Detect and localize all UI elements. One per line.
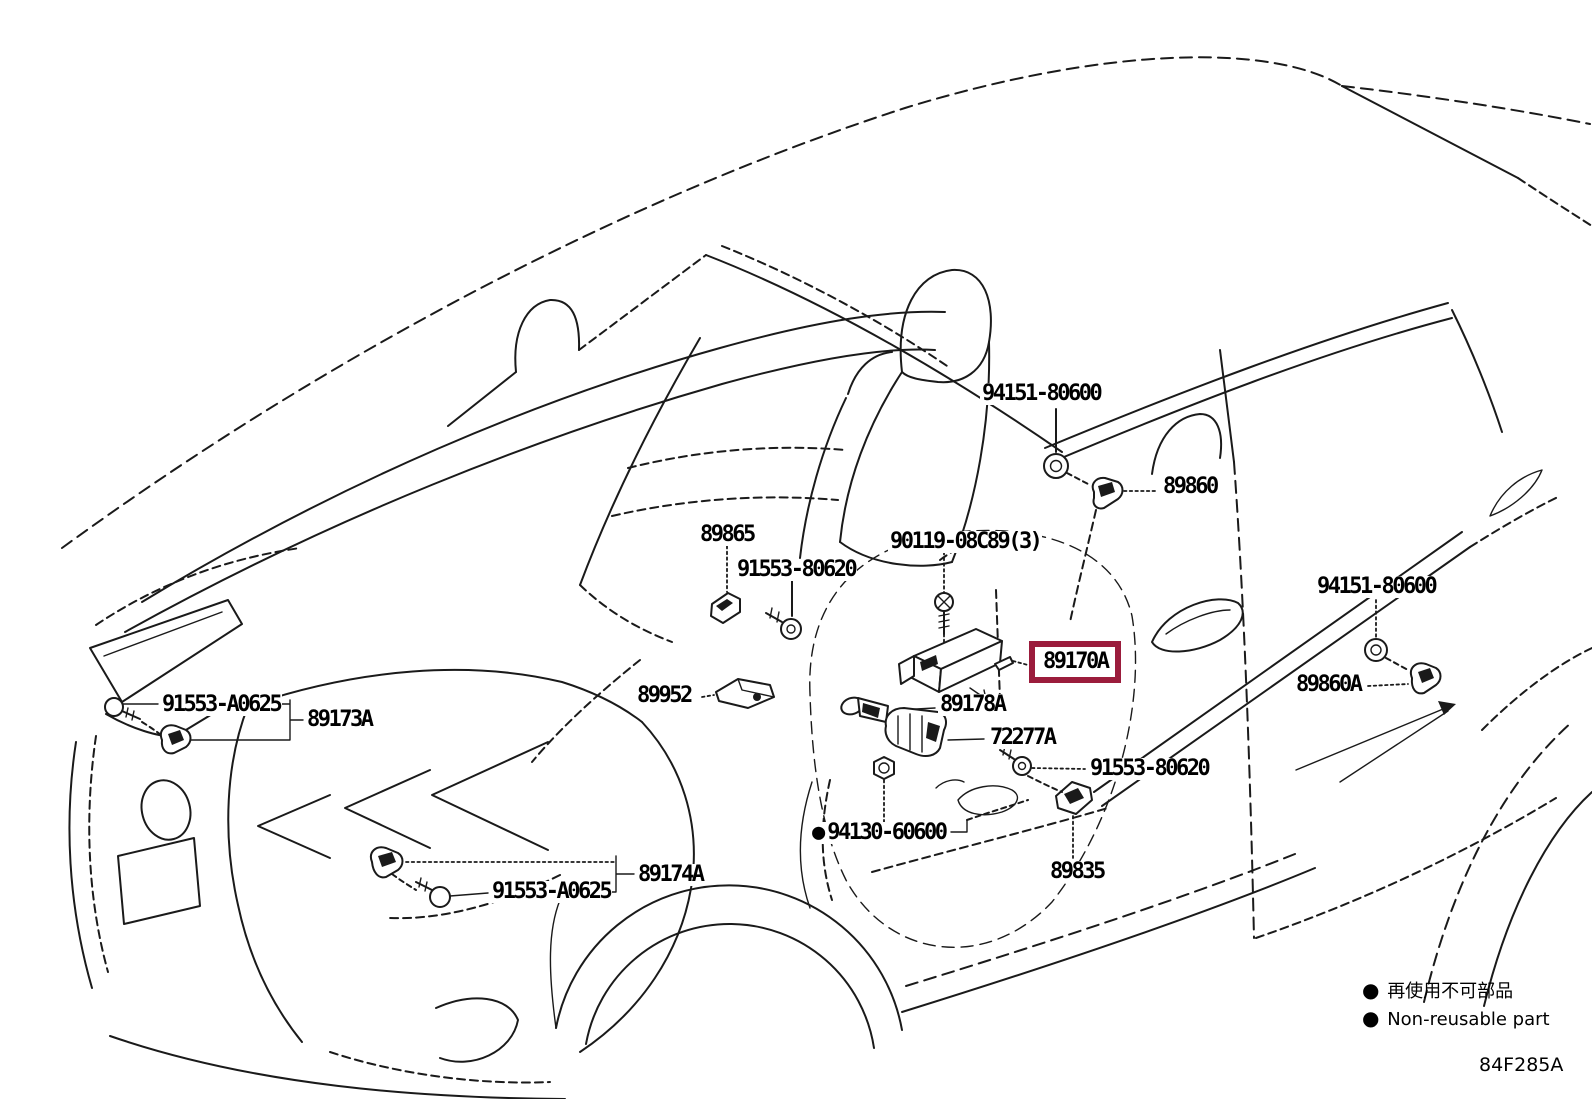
callout-89170A-highlighted[interactable]: 89170A [1029, 641, 1122, 683]
door-handle [1151, 598, 1244, 653]
bolt-icon-floor [999, 745, 1086, 793]
airbag-ecu-icon [898, 628, 1029, 700]
callout-89178A[interactable]: 89178A [938, 692, 1007, 717]
legend-en-text: Non-reusable part [1387, 1009, 1550, 1030]
callout-91553-80620-floor[interactable]: 91553-80620 [1088, 756, 1211, 781]
legend-jp-text: 再使用不可部品 [1387, 981, 1514, 1002]
front-sensor-group-icon [104, 697, 304, 755]
floor-bracket-icon [701, 678, 775, 709]
callout-89865[interactable]: 89865 [698, 522, 756, 547]
callout-94130-60600-label: 94130-60600 [827, 820, 948, 845]
satellite-sensor-icon [1069, 476, 1159, 623]
callout-94130-60600[interactable]: ●94130-60600 [810, 820, 948, 845]
callout-89860[interactable]: 89860 [1161, 474, 1219, 499]
lower-sensor-group-icon [370, 846, 635, 908]
grommet-icon-right [1295, 599, 1456, 783]
clip-sensor-icon [710, 545, 741, 624]
car-outline [61, 56, 1592, 763]
wheel-arch [549, 779, 1316, 1049]
callout-89173A[interactable]: 89173A [305, 707, 374, 732]
callout-72277A[interactable]: 72277A [988, 725, 1057, 750]
non-reusable-dot-icon: ● [1362, 978, 1380, 1002]
callout-89835[interactable]: 89835 [1048, 859, 1106, 884]
callout-94151-80600-roof[interactable]: 94151-80600 [980, 381, 1103, 406]
callout-91553-A0625-front[interactable]: 91553-A0625 [160, 692, 283, 717]
non-reusable-dot-icon: ● [1362, 1006, 1380, 1030]
callout-90119-08C89[interactable]: 90119-08C89(3) [888, 529, 1043, 554]
callout-91553-80620-cowl[interactable]: 91553-80620 [735, 557, 858, 582]
callout-89860A[interactable]: 89860A [1294, 672, 1363, 697]
front-grille [68, 599, 695, 1099]
callout-89952[interactable]: 89952 [635, 683, 693, 708]
nut-icon [873, 756, 1029, 833]
callout-89170A-label: 89170A [1043, 649, 1110, 674]
callout-94151-80600-door[interactable]: 94151-80600 [1315, 574, 1438, 599]
bolt-icon [765, 578, 802, 640]
side-airbag-sensor-icon [1055, 781, 1093, 859]
callout-89174A[interactable]: 89174A [636, 862, 705, 887]
legend-non-reusable-jp: ● 再使用不可部品 [1362, 980, 1513, 1002]
front-airbag-sensor-icon [840, 696, 936, 723]
callout-91553-A0625-lower[interactable]: 91553-A0625 [490, 879, 613, 904]
seats [611, 268, 1222, 948]
screw-icon [934, 551, 954, 649]
grommet-icon [1043, 408, 1091, 486]
seat-bracket-icon [884, 707, 985, 757]
leader-lines [104, 408, 1456, 908]
legend-non-reusable-en: ● Non-reusable part [1362, 1008, 1550, 1030]
figure-code: 84F285A [1479, 1054, 1564, 1076]
non-reusable-dot-icon: ● [812, 820, 826, 845]
license-plate [117, 837, 201, 925]
brand-badge-icon [140, 779, 192, 841]
